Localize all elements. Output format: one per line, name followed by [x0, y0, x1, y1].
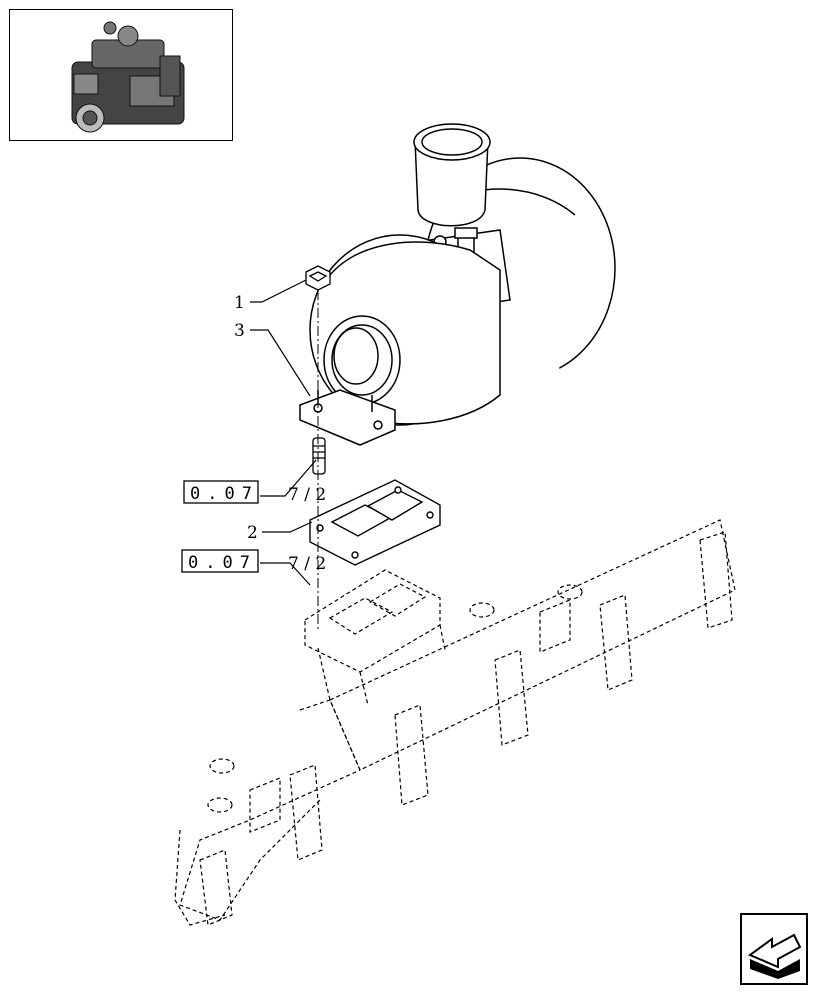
turbocharger: [299, 123, 616, 446]
leader-lines: [250, 279, 317, 586]
reference-box-label: 0.07: [190, 484, 259, 504]
reference-suffix: 7 / 2: [288, 485, 326, 505]
callout-3: 3: [234, 321, 245, 341]
nut: [305, 265, 331, 291]
reference-suffix: 7 / 2: [288, 554, 326, 574]
reference-0-07-lower[interactable]: 0.07 7 / 2: [181, 549, 326, 574]
gasket: [309, 479, 441, 566]
reference-box-label: 0.07: [188, 553, 257, 573]
stud: [312, 437, 326, 475]
callout-1: 1: [234, 293, 245, 313]
engine-thumbnail-icon: [71, 21, 185, 133]
engine-thumbnail: [9, 9, 233, 141]
exhaust-manifold: [174, 519, 736, 926]
navigate-arrow-icon: [747, 933, 802, 979]
callout-2: 2: [247, 523, 258, 543]
reference-0-07-upper[interactable]: 0.07 7 / 2: [183, 480, 326, 505]
navigate-button[interactable]: [740, 913, 808, 985]
